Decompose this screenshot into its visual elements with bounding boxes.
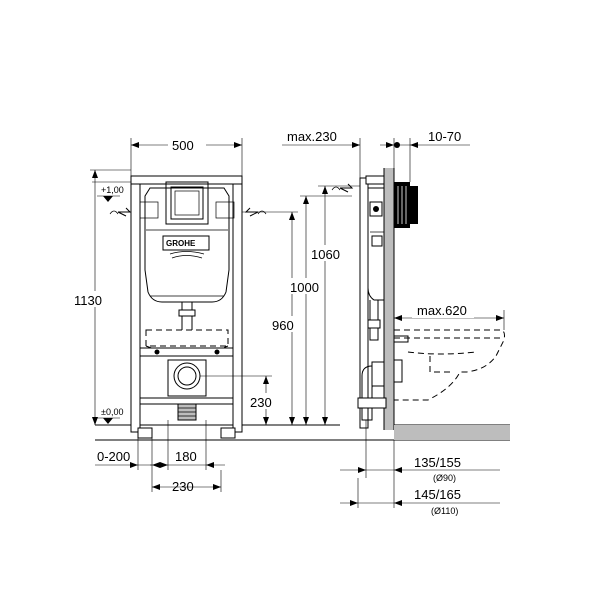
wall xyxy=(384,168,394,430)
dim-1000: 1000 xyxy=(287,195,352,425)
dim-135-155: 135/155 (Ø90) xyxy=(340,420,500,483)
dim-1000-label: 1000 xyxy=(290,280,319,295)
dim-1130-label: 1130 xyxy=(74,293,102,308)
brand-logo: GROHE xyxy=(166,239,196,248)
dim-max-620-label: max.620 xyxy=(417,303,467,318)
cistern-side xyxy=(367,187,385,301)
dim-960-label: 960 xyxy=(272,318,294,333)
water-inlet-icons xyxy=(109,207,267,217)
dim-1130: 1130 xyxy=(70,169,131,425)
frame-uprights xyxy=(130,175,243,439)
level-zero-label: ±0,00 xyxy=(101,407,123,417)
flush-plate-opening xyxy=(165,181,209,225)
dim-1060-label: 1060 xyxy=(311,247,340,262)
dim-960: 960 xyxy=(242,211,300,425)
level-plus-label: +1,00 xyxy=(101,185,124,195)
front-view: GROHE xyxy=(70,136,340,494)
drain-connection xyxy=(167,359,207,421)
cistern: GROHE xyxy=(139,181,235,330)
dim-500-label: 500 xyxy=(172,138,194,153)
wc-bowl-side xyxy=(394,329,505,401)
dim-230-bottom-label: 230 xyxy=(172,479,194,494)
side-view: max.230 10-70 max.620 xyxy=(282,129,510,516)
level-markers: +1,00 ±0,00 xyxy=(92,181,131,424)
dim-135-155-label: 135/155 xyxy=(414,455,461,470)
dim-max-620: max.620 xyxy=(394,302,505,330)
dim-0-200: 0-200 xyxy=(95,438,160,470)
dim-230-front-label: 230 xyxy=(250,395,272,410)
dim-145-165: 145/165 (Ø110) xyxy=(340,478,500,516)
dim-145-165-label: 145/165 xyxy=(414,487,461,502)
dim-max-230: max.230 xyxy=(282,129,361,178)
dim-max-230-label: max.230 xyxy=(287,129,337,144)
dim-10-70: 10-70 xyxy=(380,129,470,182)
dim-500: 500 xyxy=(130,136,243,176)
dim-180: 180 xyxy=(150,420,225,470)
dim-0-200-label: 0-200 xyxy=(97,449,130,464)
dim-10-70-label: 10-70 xyxy=(428,129,461,144)
side-frame xyxy=(359,177,369,429)
mounting-bar xyxy=(139,347,234,357)
bowl-outline-front xyxy=(145,329,229,347)
dim-d110-label: (Ø110) xyxy=(431,506,458,516)
dim-230-front: 230 xyxy=(200,375,278,425)
dim-1060: 1060 xyxy=(308,185,360,425)
dim-d90-label: (Ø90) xyxy=(433,473,456,483)
dim-230-bottom: 230 xyxy=(151,470,222,494)
dim-180-label: 180 xyxy=(175,449,197,464)
